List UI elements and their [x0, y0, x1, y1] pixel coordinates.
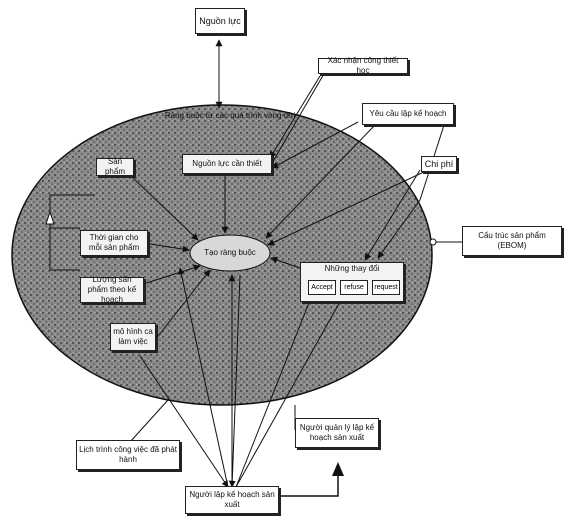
time-box: Thời gian cho mỗi sản phẩm	[80, 230, 148, 256]
refuse-button[interactable]: refuse	[340, 280, 368, 295]
request-button[interactable]: request	[372, 280, 400, 295]
cost-box: Chi phí	[421, 156, 457, 172]
planner-box: Người lập kế hoạch sản xuất	[185, 486, 279, 514]
lifecycle-label: Ràng buộc từ các quá trình vòng đời	[155, 111, 305, 121]
structure-box: Cấu trúc sản phẩm (EBOM)	[462, 226, 562, 256]
product-label: Sản phẩm	[104, 157, 125, 176]
accept-label: Accept	[311, 284, 333, 291]
product-box: Sản phẩm	[96, 157, 134, 176]
structure-label: Cấu trúc sản phẩm (EBOM)	[478, 231, 546, 250]
refuse-label: refuse	[344, 284, 364, 291]
manager-box: Người quản lý lập kế hoạch sản xuất	[295, 418, 379, 448]
constraint-ellipse	[189, 234, 271, 272]
schedule-label: Lịch trình công việc đã phát hành	[79, 445, 177, 464]
resources-label: Nguồn lực	[199, 16, 241, 26]
cost-label: Chi phí	[424, 159, 454, 169]
confirm-label: Xác nhận công thiết học	[327, 56, 399, 75]
request-label: Yêu cầu lập kế hoạch	[369, 109, 447, 118]
shift-box: mô hình ca làm việc	[110, 323, 156, 351]
changes-label: Những thay đổi	[324, 264, 380, 273]
time-label: Thời gian cho mỗi sản phẩm	[88, 233, 140, 252]
confirm-box: Xác nhận công thiết học	[318, 56, 408, 75]
schedule-box: Lịch trình công việc đã phát hành	[76, 440, 180, 470]
constraint-label: Tạo ràng buộc	[195, 248, 265, 258]
request-box: Yêu cầu lập kế hoạch	[362, 103, 454, 125]
request-btn-label: request	[374, 284, 398, 291]
constraint-text: Tạo ràng buộc	[204, 248, 256, 257]
needed-resources-box: Nguồn lực cần thiết	[182, 154, 272, 174]
resources-box: Nguồn lực	[195, 8, 245, 34]
planner-label: Người lập kế hoạch sản xuất	[189, 490, 275, 509]
needed-resources-label: Nguồn lực cần thiết	[192, 159, 262, 168]
accept-button[interactable]: Accept	[308, 280, 336, 295]
manager-label: Người quản lý lập kế hoạch sản xuất	[299, 423, 375, 442]
lifecycle-text: Ràng buộc từ các quá trình vòng đời	[164, 111, 296, 120]
quantity-box: Lượng sản phẩm theo kế hoạch	[80, 275, 144, 304]
shift-label: mô hình ca làm việc	[113, 327, 153, 346]
quantity-label: Lượng sản phẩm theo kế hoạch	[87, 275, 137, 304]
